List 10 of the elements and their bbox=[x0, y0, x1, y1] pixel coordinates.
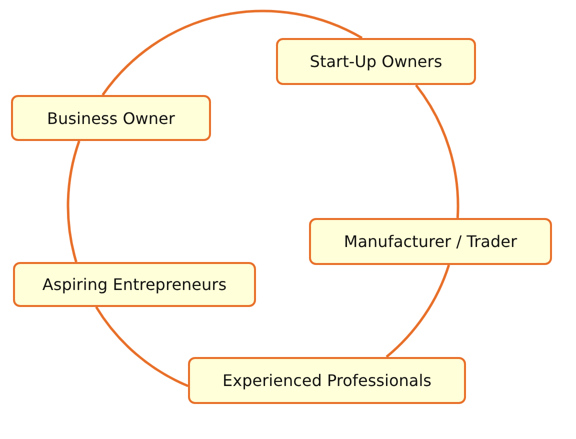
label-box: Manufacturer / Trader bbox=[309, 218, 552, 265]
connector-arc bbox=[102, 10, 363, 96]
connector-arc bbox=[66, 140, 80, 262]
label-box: Experienced Professionals bbox=[188, 357, 466, 404]
connector-arc bbox=[415, 84, 459, 218]
label-box: Business Owner bbox=[11, 95, 211, 141]
label-box: Aspiring Entrepreneurs bbox=[13, 262, 256, 307]
label-box: Start-Up Owners bbox=[276, 38, 476, 85]
connector-arc bbox=[95, 306, 189, 388]
connector-arc bbox=[386, 264, 450, 358]
